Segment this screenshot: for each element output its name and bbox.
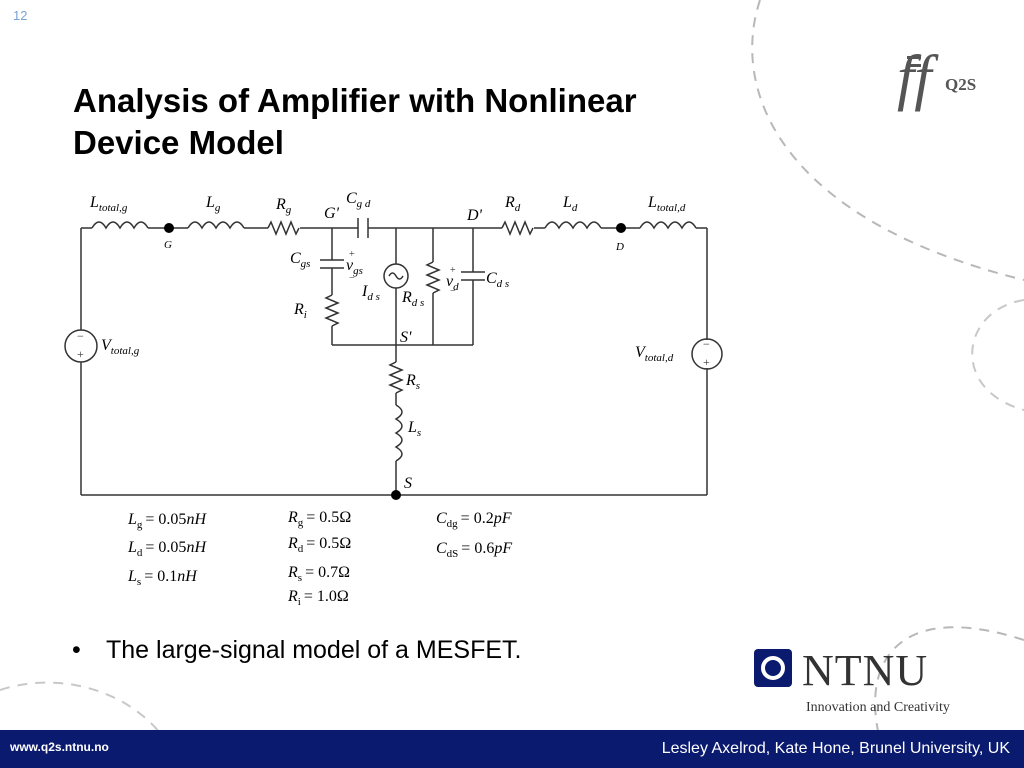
label-v-total-g: Vtotal,g (101, 337, 140, 357)
label-l-total-d: Ltotal,d (647, 194, 686, 214)
svg-text:Rd= 0.5Ω: Rd= 0.5Ω (287, 535, 351, 555)
label-l-g: Lg (205, 194, 221, 214)
title-line-2: Device Model (73, 124, 284, 161)
q2s-logo: ff Q2S (897, 44, 976, 112)
bullet-icon: • (72, 636, 81, 664)
label-node-s: S (404, 475, 412, 492)
label-c-gs: Cgs (290, 250, 310, 270)
node-s-dot (391, 490, 401, 500)
svg-text:+: + (450, 265, 456, 276)
mesfet-circuit-diagram: − + − + + − + − Ltotal,g Lg Rg G' Cg d D' Rd… (64, 190, 723, 608)
label-g-prime: G' (324, 205, 340, 222)
label-i-ds: Id s (361, 283, 380, 303)
label-c-ds: Cd s (486, 270, 509, 290)
node-g-dot (164, 223, 174, 233)
bullet-text: The large-signal model of a MESFET. (106, 636, 522, 664)
label-r-ds: Rd s (401, 289, 424, 309)
svg-text:Ri= 1.0Ω: Ri= 1.0Ω (287, 588, 349, 608)
title-line-1: Analysis of Amplifier with Nonlinear (73, 82, 637, 119)
bullet-item: • The large-signal model of a MESFET. (72, 636, 521, 665)
label-node-d: D (615, 241, 624, 253)
svg-text:−: − (703, 337, 710, 351)
footer-bar: www.q2s.ntnu.no Lesley Axelrod, Kate Hon… (0, 730, 1024, 768)
label-v-d: vd (446, 273, 459, 293)
ntnu-logo-text: NTNU (802, 646, 928, 695)
label-s-prime: S' (400, 329, 412, 346)
node-d-dot (616, 223, 626, 233)
svg-text:−: − (349, 273, 355, 284)
label-r-g: Rg (275, 196, 292, 216)
ntnu-tagline: Innovation and Creativity (806, 700, 950, 715)
svg-text:Cdg= 0.2pF: Cdg= 0.2pF (436, 510, 512, 530)
label-r-s: Rs (405, 372, 420, 392)
label-l-total-g: Ltotal,g (89, 194, 128, 214)
ntnu-logo: NTNU Innovation and Creativity (754, 646, 950, 715)
label-d-prime: D' (466, 207, 483, 224)
svg-text:Ls= 0.1nH: Ls= 0.1nH (127, 568, 198, 588)
svg-text:Rg= 0.5Ω: Rg= 0.5Ω (287, 509, 351, 529)
svg-text:CdS= 0.6pF: CdS= 0.6pF (436, 540, 512, 560)
footer-website-link[interactable]: www.q2s.ntnu.no (10, 740, 109, 754)
slide-number: 12 (13, 8, 28, 23)
label-node-g: G (164, 239, 172, 251)
label-c-gd: Cg d (346, 190, 371, 210)
svg-text:Rs= 0.7Ω: Rs= 0.7Ω (287, 564, 350, 584)
svg-text:Lg= 0.05nH: Lg= 0.05nH (127, 511, 207, 531)
label-v-total-d: Vtotal,d (635, 344, 674, 364)
svg-text:+: + (703, 355, 710, 369)
q2s-logo-text: Q2S (945, 75, 976, 94)
svg-text:+: + (349, 249, 355, 260)
values-col-2: Rg= 0.5Ω Rd= 0.5Ω Rs= 0.7Ω Ri= 1.0Ω (287, 509, 351, 608)
svg-text:−: − (77, 329, 84, 343)
svg-text:+: + (77, 347, 84, 361)
svg-text:−: − (450, 286, 456, 297)
label-r-d: Rd (504, 194, 521, 214)
footer-credits: Lesley Axelrod, Kate Hone, Brunel Univer… (661, 740, 1010, 757)
label-l-d: Ld (562, 194, 578, 214)
svg-text:Ld= 0.05nH: Ld= 0.05nH (127, 539, 207, 559)
label-r-i: Ri (293, 301, 307, 321)
values-col-1: Lg= 0.05nH Ld= 0.05nH Ls= 0.1nH (127, 511, 207, 588)
page-title: Analysis of Amplifier with Nonlinear Dev… (73, 80, 773, 164)
values-col-3: Cdg= 0.2pF CdS= 0.6pF (436, 510, 512, 560)
label-v-gs: vgs (346, 257, 363, 277)
label-l-s: Ls (407, 419, 421, 439)
